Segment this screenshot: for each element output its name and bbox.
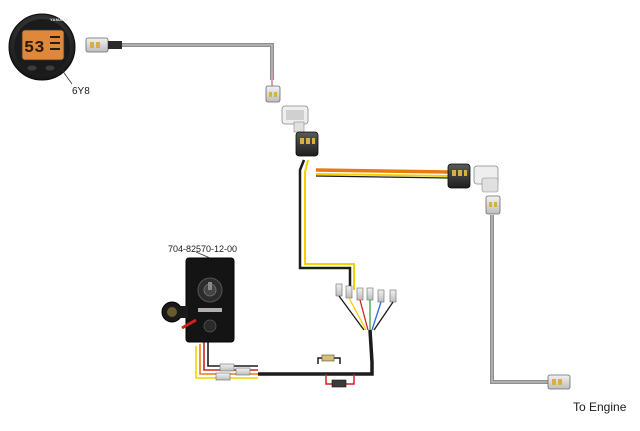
engine-cable-upper-connector bbox=[485, 195, 501, 215]
coupler-black bbox=[295, 131, 319, 157]
switch-panel bbox=[161, 251, 235, 343]
to-engine-connector bbox=[547, 374, 571, 390]
gauge-right-button bbox=[44, 64, 56, 72]
gauge-cable bbox=[122, 43, 274, 86]
hub-coupler-white bbox=[473, 165, 499, 193]
gauge-6y8: 53 bbox=[8, 13, 76, 85]
lanyard-clip bbox=[181, 318, 197, 330]
panel-part-number-label: 704-82570-12-00 bbox=[168, 244, 238, 254]
breakout-fan bbox=[335, 283, 397, 331]
panel-brand-plate bbox=[198, 308, 222, 312]
orange-yellow-harness bbox=[315, 168, 451, 179]
to-engine-label: To Engine bbox=[573, 400, 627, 414]
breakout-connectors bbox=[335, 283, 397, 303]
drop-cable bbox=[298, 159, 355, 290]
gauge-brand-text: YAMAHA bbox=[50, 17, 69, 22]
coupler-white bbox=[281, 105, 309, 133]
gauge-model-label: 6Y8 bbox=[72, 86, 90, 97]
stop-switch bbox=[203, 319, 217, 333]
gauge-left-button bbox=[26, 64, 38, 72]
engine-cable bbox=[490, 215, 550, 384]
gauge-cable-connector bbox=[85, 37, 122, 53]
hub-coupler-black bbox=[447, 163, 471, 189]
gauge-lcd-reading: 53 bbox=[24, 39, 44, 58]
panel-pigtails bbox=[195, 340, 258, 381]
upper-harness-connector bbox=[265, 85, 281, 103]
main-harness bbox=[258, 329, 374, 388]
